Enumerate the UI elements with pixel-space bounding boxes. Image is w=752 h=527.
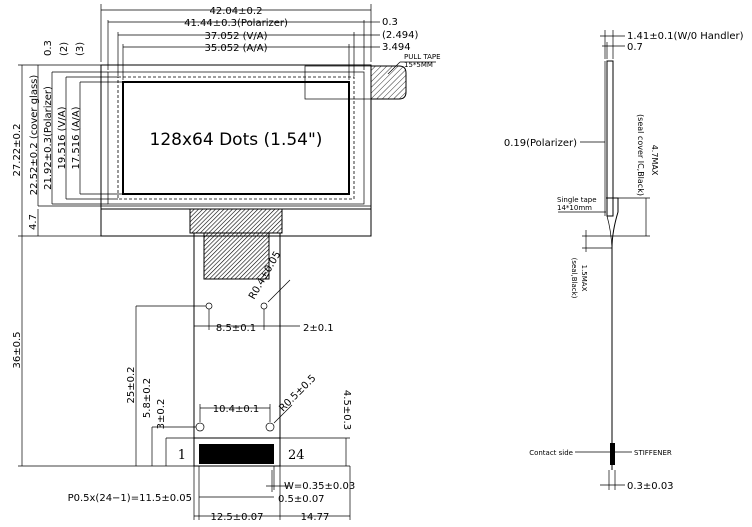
tail-hole-left <box>195 422 205 432</box>
side-stiffener <box>610 443 615 465</box>
side-stiffener-label: STIFFENER <box>634 449 672 457</box>
aa-height-dim: 17.516 (A/A) <box>71 106 82 169</box>
right-offset-3494: 3.494 <box>382 42 411 53</box>
total-height-dim: 27.22±0.2 <box>12 124 23 177</box>
pad-offset-dim: 0.5±0.07 <box>278 494 325 505</box>
pin-first-label: 1 <box>178 448 186 463</box>
left-n3-dim: (3) <box>75 42 86 56</box>
fpc-assembly <box>189 208 283 467</box>
side-tape-size: 14*10mm <box>557 204 592 212</box>
fpc-stiffener-area <box>203 232 270 280</box>
hole-radius-bottom: R0.5±0.5 <box>277 373 318 414</box>
left-03-dim: 0.3 <box>43 40 54 56</box>
polarizer-height-dim: 21.92±0.3(Polarizer) <box>43 86 54 190</box>
tail-width-total-dim: 12.5±0.07 <box>211 512 264 523</box>
left-n2-dim: (2) <box>59 42 70 56</box>
tail-hole-right <box>265 422 275 432</box>
side-view <box>558 30 650 490</box>
va-width-dim: 37.052 (V/A) <box>204 31 267 42</box>
polarizer-width-dim: 41.44±0.3(Polarizer) <box>184 18 288 29</box>
pitch-dim: P0.5x(24−1)=11.5±0.05 <box>68 493 192 504</box>
tail-hole-height-dim: 5.8±0.2 <box>142 378 153 418</box>
pad-width-dim: W=0.35±0.03 <box>284 481 355 492</box>
va-height-dim: 19.516 (V/A) <box>57 106 68 169</box>
pull-tape-tab <box>370 65 407 100</box>
tail-width-dim: 4.5±0.3 <box>341 390 352 430</box>
pin-last-label: 24 <box>288 448 305 463</box>
side-seal-black: (seal,Black) <box>570 258 578 299</box>
overall-width-dim: 42.04±0.2 <box>210 6 263 17</box>
side-max-15: 1.5MAX <box>580 265 588 292</box>
alignment-hole-left <box>205 302 213 310</box>
fpc-dimensions <box>193 279 351 520</box>
contact-pads <box>199 444 274 464</box>
overall-height-dim: 36±0.5 <box>12 331 23 368</box>
side-ic-seal <box>606 197 619 249</box>
side-glass <box>606 60 614 217</box>
side-seal-cover: (seal cover IC,Black) <box>636 114 645 196</box>
side-fpc-thickness: 0.3±0.03 <box>627 481 674 492</box>
hole-spacing-dim: 8.5±0.1 <box>216 323 256 334</box>
aa-width-dim: 35.052 (A/A) <box>204 43 267 54</box>
left-dimensions <box>18 64 206 467</box>
polarizer-outline <box>107 71 365 205</box>
fpc-length-dim: 25±0.2 <box>126 366 137 403</box>
side-contact-side: Contact side <box>529 449 573 457</box>
side-thickness-handler: 1.41±0.1(W/0 Handler) <box>627 31 744 42</box>
side-single-tape: Single tape <box>557 196 597 204</box>
side-thickness-07: 0.7 <box>627 42 643 53</box>
viewing-area-outline <box>117 76 355 200</box>
active-area-outline <box>122 81 350 195</box>
pull-tape-callout: PULL TAPE 15*5MM <box>387 53 441 75</box>
contact-length-dim: 3±0.2 <box>156 399 167 430</box>
alignment-hole-right <box>260 302 268 310</box>
ledge-height-dim: 4.7 <box>28 214 39 230</box>
tail-offset-dim: 14.77 <box>301 512 330 523</box>
pull-tape-label: PULL TAPE <box>404 53 441 61</box>
right-offset-2494: (2.494) <box>382 30 419 41</box>
top-dimensions <box>100 4 380 80</box>
side-max-47: 4.7MAX <box>650 145 659 176</box>
pull-tape-size: 15*5MM <box>404 61 433 69</box>
side-polarizer: 0.19(Polarizer) <box>504 138 577 149</box>
display-resolution-label: 128x64 Dots (1.54") <box>150 130 323 150</box>
cover-glass-height-dim: 22.52±0.2 (cover glass) <box>29 75 40 196</box>
fpc-tail <box>193 437 281 467</box>
tail-hole-spacing-dim: 10.4±0.1 <box>213 404 260 415</box>
right-offset-03: 0.3 <box>382 17 398 28</box>
hole-offset-dim: 2±0.1 <box>303 323 334 334</box>
driver-ic <box>189 208 283 234</box>
